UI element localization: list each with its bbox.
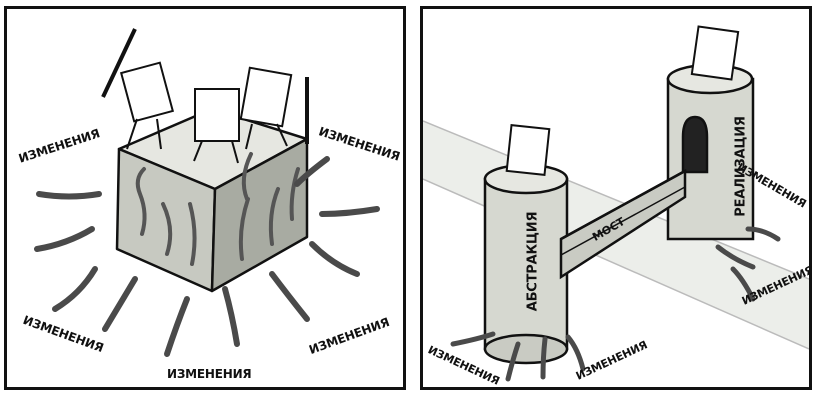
abstraction-label: АБСТРАКЦИЯ xyxy=(525,212,540,312)
bridge-illustration xyxy=(423,9,809,387)
left-panel: ИЗМЕНЕНИЯ ИЗМЕНЕНИЯ ИЗМЕНЕНИЯ ИЗМЕНЕНИЯ … xyxy=(4,6,406,390)
changes-label-bottom-center: ИЗМЕНЕНИЯ xyxy=(167,367,251,381)
right-panel: МОСТ АБСТРАКЦИЯ РЕАЛИЗАЦИЯ ИЗМЕНЕНИЯ ИЗМ… xyxy=(420,6,812,390)
